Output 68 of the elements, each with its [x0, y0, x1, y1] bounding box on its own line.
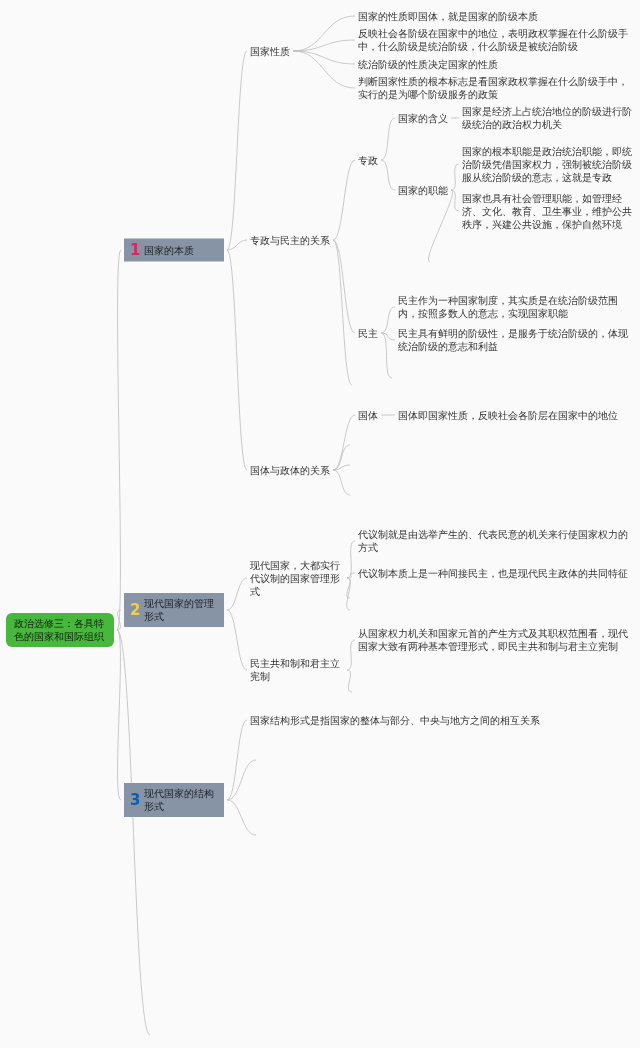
branch-line [226, 239, 248, 251]
branch-line [116, 249, 122, 631]
branch-line [332, 159, 356, 241]
branch-line [226, 759, 257, 801]
branch-text: 专政与民主的关系 [250, 233, 330, 247]
branch-line [226, 799, 257, 836]
branch-text: 民主共和制和君主立宪制 [250, 657, 344, 683]
branch-text: 判断国家性质的根本标志是看国家政权掌握在什么阶级手中，实行的是为哪个阶级服务的政策 [358, 75, 634, 101]
topic-label: 现代国家的管理形式 [144, 597, 216, 623]
branch-line [380, 159, 396, 191]
branch-text: 国体 [358, 408, 378, 422]
topic-box [124, 238, 224, 262]
branch-text: 代议制就是由选举产生的、代表民意的机关来行使国家权力的方式 [358, 528, 634, 554]
branch-line [346, 540, 356, 579]
topic-number: 2 [130, 602, 141, 618]
branch-text: 民主 [358, 326, 378, 340]
branch-line [428, 189, 453, 263]
branch-text: 国家结构形式是指国家的整体与部分、中央与地方之间的相互关系 [250, 713, 634, 727]
branch-line [332, 239, 356, 334]
branch-line [380, 306, 396, 334]
branch-text: 民主具有鲜明的阶级性，是服务于统治阶级的，体现统治阶级的意志和利益 [398, 327, 634, 353]
topic-number: 3 [130, 792, 141, 808]
branch-line [226, 249, 248, 471]
branch-line [346, 639, 356, 671]
branch-line [292, 50, 356, 65]
branch-text: 从国家权力机关和国家元首的产生方式及其职权范围看，现代国家大致有两种基本管理形式，即民主共和制与君主立宪制 [358, 627, 634, 653]
branch-line [226, 719, 248, 801]
branch-line [450, 163, 460, 191]
branch-text: 国体即国家性质，反映社会各阶层在国家中的地位 [398, 408, 634, 422]
branch-text: 国家的含义 [398, 111, 448, 125]
branch-text: 专政 [358, 153, 378, 167]
branch-text: 国家性质 [250, 44, 290, 58]
branch-text: 国家的根本职能是政治统治职能，即统治阶级凭借国家权力，强制被统治阶级服从统治阶级的意志，这就是专政 [462, 144, 634, 184]
branch-line [332, 239, 353, 386]
branch-text: 统治阶级的性质决定国家的性质 [358, 57, 634, 71]
topic-box [124, 783, 224, 817]
topic-label: 现代国家的结构形式 [144, 787, 216, 813]
branch-text: 国家的性质即国体，就是国家的阶级本质 [358, 9, 634, 23]
branch-line [346, 669, 353, 693]
branch-text: 代议制本质上是一种间接民主，也是现代民主政体的共同特征 [358, 566, 634, 580]
branch-text: 国体与政体的关系 [250, 463, 330, 477]
branch-text: 民主作为一种国家制度，其实质是在统治阶级范围内，按照多数人的意志，实现国家职能 [398, 294, 634, 320]
root-topic: 政治选修三：各具特色的国家和国际组织 [6, 613, 114, 647]
topic-number: 1 [130, 242, 141, 258]
branch-line [226, 577, 248, 611]
branch-text: 国家是经济上占统治地位的阶级进行阶级统治的政治权力机关 [462, 105, 634, 131]
branch-line [226, 50, 248, 251]
branch-text: 国家的职能 [398, 183, 448, 197]
branch-line [116, 609, 122, 631]
branch-line [292, 50, 356, 89]
branch-line [450, 189, 460, 212]
branch-line [226, 609, 248, 671]
branch-text: 反映社会各阶级在国家中的地位，表明政权掌握在什么阶级手中，什么阶级是统治阶级，什么阶级是被统治阶级 [358, 27, 634, 53]
branch-line [346, 577, 351, 611]
branch-text: 现代国家，大都实行代议制的国家管理形式 [250, 558, 344, 598]
topic-label: 国家的本质 [144, 243, 195, 257]
branch-line [346, 577, 351, 599]
branch-line [346, 572, 356, 579]
branch-line [332, 464, 351, 471]
branch-line [380, 332, 393, 379]
branch-line [332, 469, 351, 496]
branch-line [116, 629, 122, 801]
topic-box [124, 593, 224, 627]
branch-line [380, 117, 396, 161]
branch-line [116, 629, 151, 1036]
branch-text: 国家也具有社会管理职能，如管理经济、文化、教育、卫生事业，维护公共秩序，兴建公共设施，保护自然环境 [462, 191, 634, 231]
branch-line [332, 414, 356, 471]
branch-line [380, 332, 396, 341]
